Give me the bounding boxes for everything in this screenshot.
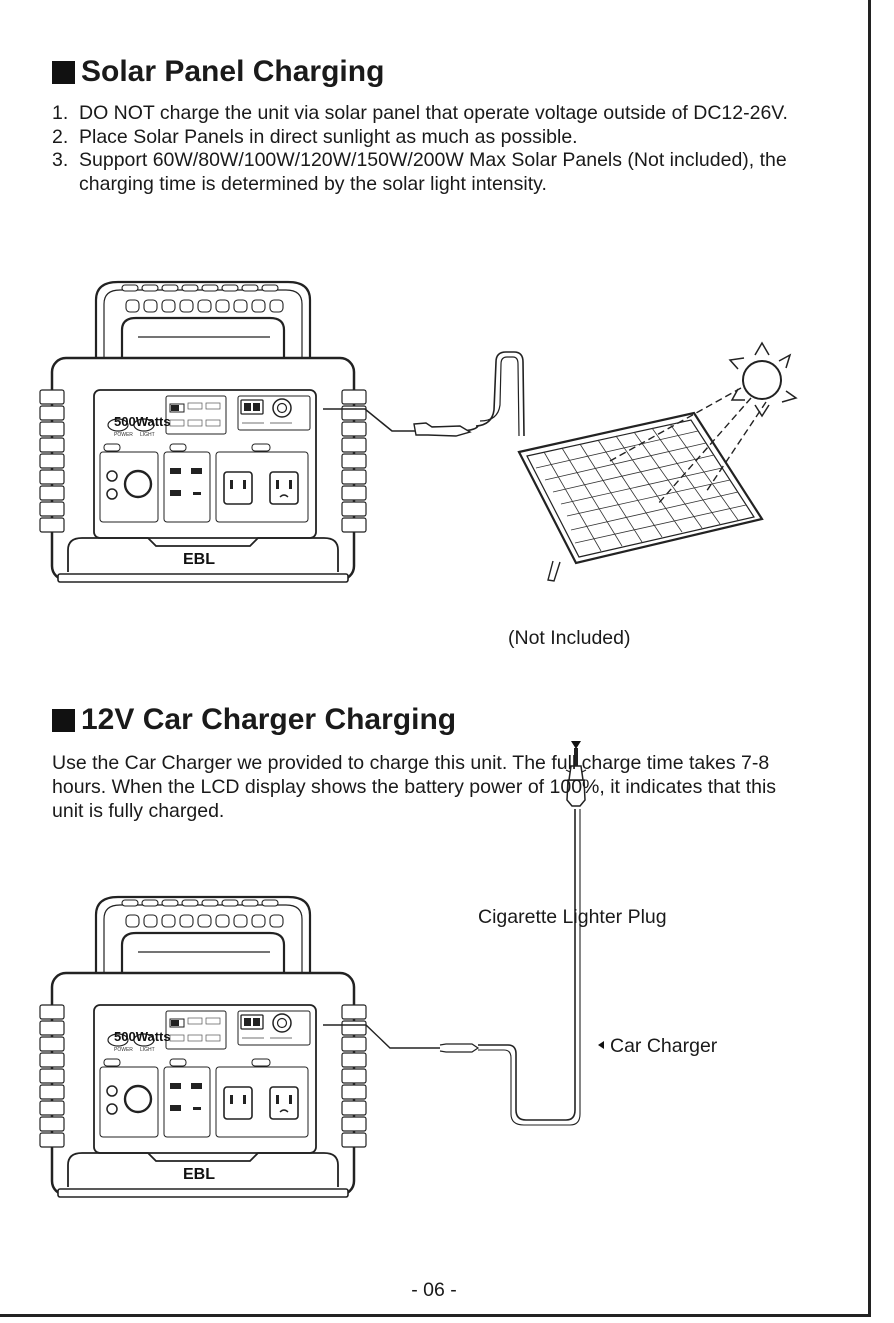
cigarette-lighter-plug-icon	[565, 741, 587, 807]
step-text: Place Solar Panels in direct sunlight as…	[79, 125, 578, 148]
square-bullet-icon	[52, 708, 75, 732]
car-title-text: 12V Car Charger Charging	[81, 703, 457, 736]
wattage-label: 500Watts	[114, 1029, 171, 1044]
not-included-caption: (Not Included)	[508, 627, 631, 649]
list-item: 2.Place Solar Panels in direct sunlight …	[52, 125, 578, 148]
brand-logo: EBL	[183, 551, 215, 568]
car-charging-paragraph: Use the Car Charger we provided to charg…	[52, 752, 777, 822]
solar-panel-illustration	[517, 411, 764, 582]
brand-logo: EBL	[183, 1166, 215, 1183]
car-section-title: 12V Car Charger Charging	[52, 703, 456, 737]
page-border-right	[868, 0, 871, 1316]
car-charger-label: Car Charger	[610, 1035, 718, 1057]
page-border-bottom	[0, 1314, 871, 1317]
power-station-illustration	[38, 895, 368, 1199]
power-label: POWER	[114, 1047, 133, 1053]
solar-steps-list: 1.DO NOT charge the unit via solar panel…	[52, 102, 822, 196]
power-station-illustration	[38, 280, 368, 584]
list-item: 1.DO NOT charge the unit via solar panel…	[52, 102, 788, 124]
power-label: POWER	[114, 432, 133, 438]
step-text: Support 60W/80W/100W/120W/150W/200W Max …	[79, 149, 787, 195]
solar-title-text: Solar Panel Charging	[81, 55, 385, 88]
pointer-arrow-icon	[598, 1041, 604, 1049]
step-text: DO NOT charge the unit via solar panel t…	[79, 102, 788, 124]
sun-icon	[609, 341, 798, 505]
light-label: LIGHT	[140, 1047, 155, 1053]
light-label: LIGHT	[140, 432, 155, 438]
mc4-connector-icon	[413, 422, 472, 437]
page-number: - 06 -	[411, 1279, 457, 1301]
cigarette-lighter-plug-label: Cigarette Lighter Plug	[478, 906, 667, 928]
solar-section-title: Solar Panel Charging	[52, 55, 384, 89]
car-charger-cable	[323, 809, 581, 1126]
list-item: 3.Support 60W/80W/100W/120W/150W/200W Ma…	[52, 149, 787, 195]
wattage-label: 500Watts	[114, 414, 171, 429]
square-bullet-icon	[52, 60, 75, 84]
